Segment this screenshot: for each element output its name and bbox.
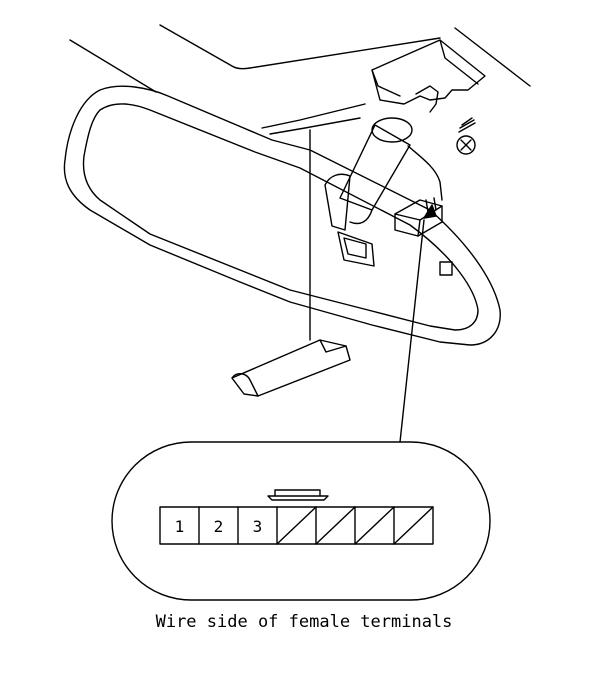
connector-caption: Wire side of female terminals: [155, 612, 453, 632]
terminal-2-label: 2: [214, 517, 224, 536]
leader-line-right: [399, 219, 425, 443]
windshield-edge-line: [69, 39, 157, 93]
connector-face: [159, 489, 434, 545]
mount-bracket: [261, 39, 486, 135]
headliner-line-right: [454, 27, 531, 87]
connector-bubble: [111, 441, 491, 601]
rearview-mirror-icon: [63, 85, 501, 346]
cover-clip: [231, 339, 351, 397]
terminal-3-label: 3: [253, 517, 263, 536]
terminal-1-label: 1: [175, 517, 185, 536]
mirror-stem: [324, 117, 413, 267]
mirror-wire: [407, 145, 443, 201]
headliner-line: [159, 24, 441, 70]
screw-icon: [456, 117, 476, 155]
arrow-head: [423, 204, 437, 219]
